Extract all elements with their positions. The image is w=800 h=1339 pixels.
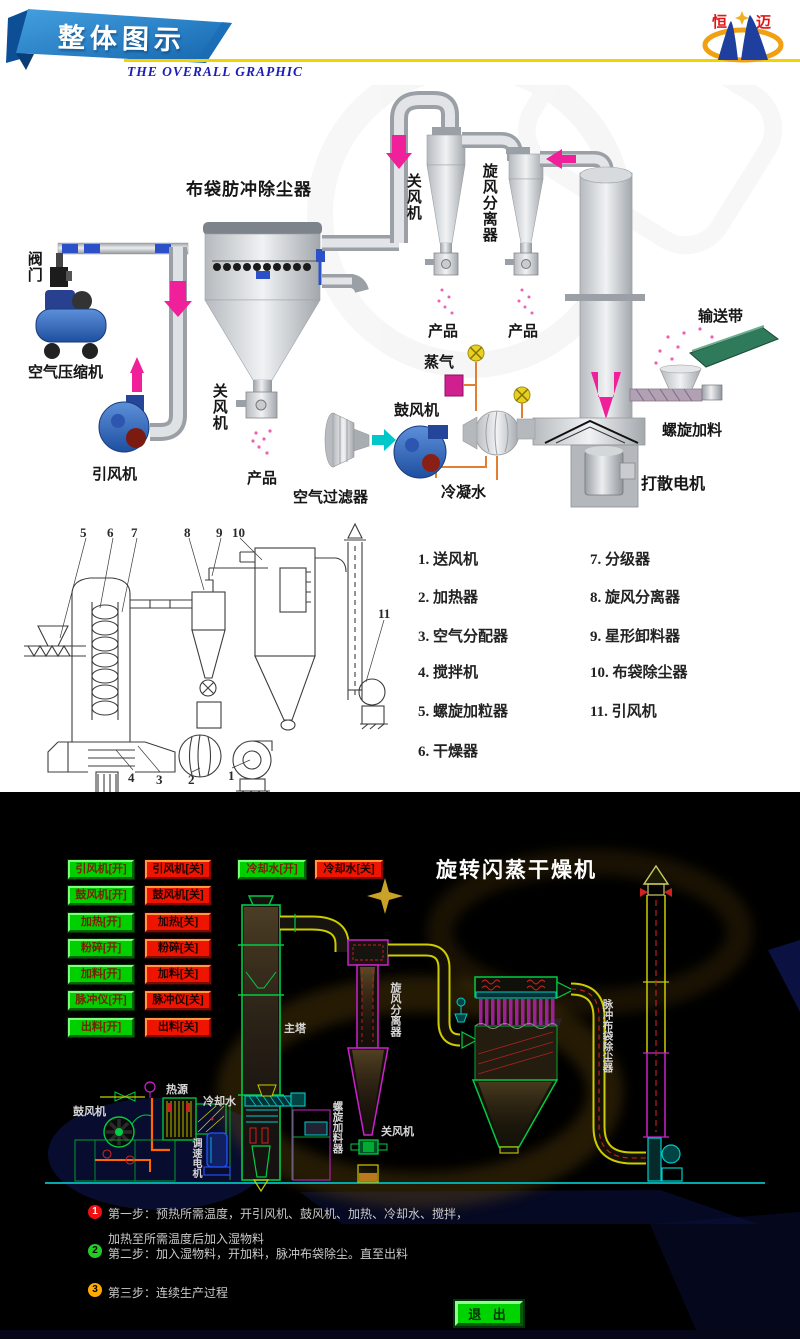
brand-logo-char-right: 迈 — [756, 14, 772, 31]
feed-off-button[interactable]: 加料[关] — [145, 965, 211, 984]
blower-off-button[interactable]: 鼓风机[关] — [145, 886, 211, 905]
cooling-water-on-button[interactable]: 冷却水[开] — [238, 860, 306, 879]
product-right-label: 产品 — [508, 323, 539, 340]
callout-11: 11 — [378, 606, 391, 621]
step-3-badge: 3 — [88, 1283, 102, 1297]
legend-item-5: 5. 螺旋加粒器 — [418, 704, 509, 720]
header-divider — [124, 59, 800, 62]
callout-3: 3 — [156, 772, 163, 787]
rotary-valve-label: 关风机 — [381, 1126, 414, 1138]
brand-logo-icon — [702, 11, 784, 63]
heat-source-label: 热源 — [166, 1084, 188, 1096]
legend-item-10: 10. 布袋除尘器 — [590, 665, 688, 681]
callout-8: 8 — [184, 525, 191, 540]
callout-5: 5 — [80, 525, 87, 540]
speed-motor-label: 调速电机 — [190, 1138, 201, 1178]
exit-button[interactable]: 退 出 — [455, 1301, 523, 1326]
step-2-badge: 2 — [88, 1244, 102, 1258]
fan-on-button[interactable]: 引风机[开] — [68, 860, 134, 879]
legend-item-7: 7. 分级器 — [590, 552, 651, 568]
blower-on-button[interactable]: 鼓风机[开] — [68, 886, 134, 905]
legend-item-2: 2. 加热器 — [418, 590, 479, 606]
feed-on-button[interactable]: 加料[开] — [68, 965, 134, 984]
step-1-text: 第一步：预热所需温度，开引风机、鼓风机、加热、冷却水、搅拌， — [108, 1207, 469, 1221]
pulse-on-button[interactable]: 脉冲仪[开] — [68, 991, 134, 1010]
pulse-off-button[interactable]: 脉冲仪[关] — [145, 991, 211, 1010]
scada-diagram-graphic — [45, 849, 800, 1339]
screw-feeding-label: 螺旋加料 — [662, 422, 723, 439]
fan-off-button[interactable]: 引风机[关] — [145, 860, 211, 879]
bottom-edge-bar — [0, 1330, 800, 1339]
collector-rotary-valve-label: 关风机 — [210, 383, 228, 431]
background-decor — [48, 849, 800, 1339]
legend-item-1: 1. 送风机 — [418, 552, 479, 568]
valve-label: 阀门 — [25, 251, 43, 283]
product-left-label: 产品 — [428, 323, 459, 340]
callout-10: 10 — [232, 525, 245, 540]
discharge-on-button[interactable]: 出料[开] — [68, 1018, 134, 1037]
steam-label: 蒸气 — [424, 354, 455, 371]
step-3-text: 第三步：连续生产过程 — [108, 1286, 229, 1300]
page-title: 整体图示 — [57, 22, 187, 56]
main-tower-label: 主塔 — [284, 1023, 306, 1035]
schematic-line-drawing — [24, 522, 388, 792]
condensate-label: 冷凝水 — [441, 484, 487, 501]
callout-2: 2 — [188, 772, 195, 787]
cyclone-separator-label: 旋风分离器 — [480, 163, 498, 243]
process-flow-diagram: 阀门 空气压缩机 引风机 布袋肪冲除尘器 关风机 产品 关风机 旋风分离器 产品… — [0, 85, 800, 520]
callout-9: 9 — [216, 525, 223, 540]
callout-6: 6 — [107, 525, 114, 540]
discharge-off-button[interactable]: 出料[关] — [145, 1018, 211, 1037]
scada-control-panel: 旋转闪蒸干燥机 引风机[开] 鼓风机[开] 加热[开] 粉碎[开] 加料[开] … — [0, 792, 800, 1339]
step-2-text: 第二步：加入湿物料，开加料，脉冲布袋除尘。直至出料 — [108, 1247, 409, 1261]
air-compressor-label: 空气压缩机 — [28, 364, 104, 381]
screw-feeder-label: 螺旋加料器 — [331, 1101, 344, 1154]
cyclone-label: 旋风分离器 — [389, 982, 401, 1037]
cyclone1-rotary-valve-label: 关风机 — [404, 173, 422, 221]
heat-off-button[interactable]: 加热[关] — [145, 913, 211, 932]
schematic-section: 5 6 7 8 9 10 11 4 3 2 1 1. 送风机 2. 加热器 3.… — [0, 520, 800, 792]
product-bottom-label: 产品 — [247, 470, 278, 487]
process-flow-graphic — [35, 85, 783, 508]
legend-item-3: 3. 空气分配器 — [418, 629, 509, 645]
legend-item-9: 9. 星形卸料器 — [590, 629, 681, 645]
air-filter-label: 空气过滤器 — [293, 489, 369, 506]
heat-on-button[interactable]: 加热[开] — [68, 913, 134, 932]
ribbon-banner-graphic — [6, 9, 232, 70]
panel-title: 旋转闪蒸干燥机 — [436, 859, 597, 882]
cooling-water-off-button[interactable]: 冷却水[关] — [315, 860, 383, 879]
callout-7: 7 — [131, 525, 138, 540]
step-1-text2: 加热至所需温度后加入湿物料 — [108, 1232, 265, 1246]
page-header: 整体图示 THE OVERALL GRAPHIC 恒 迈 — [0, 0, 800, 85]
conveyor-belt-label: 输送带 — [698, 308, 744, 325]
blower-label-bottom: 鼓风机 — [73, 1106, 106, 1118]
brand-logo-char-left: 恒 — [712, 14, 728, 31]
legend-item-4: 4. 搅拌机 — [418, 665, 479, 681]
scatter-motor-label: 打散电机 — [641, 476, 706, 493]
crush-on-button[interactable]: 粉碎[开] — [68, 939, 134, 958]
step-1-badge: 1 — [88, 1205, 102, 1219]
page-subtitle: THE OVERALL GRAPHIC — [127, 64, 304, 79]
pulse-bag-collector-label: 脉冲布袋除尘器 — [601, 999, 614, 1073]
crush-off-button[interactable]: 粉碎[关] — [145, 939, 211, 958]
cooling-water-label: 冷却水 — [203, 1096, 236, 1108]
bag-pulse-collector-label: 布袋肪冲除尘器 — [186, 180, 312, 199]
callout-1: 1 — [228, 768, 235, 783]
legend-item-8: 8. 旋风分离器 — [590, 590, 681, 606]
legend-item-6: 6. 干燥器 — [418, 744, 479, 760]
legend-item-11: 11. 引风机 — [590, 704, 657, 720]
induced-fan-label: 引风机 — [92, 466, 138, 483]
blower-label: 鼓风机 — [394, 402, 440, 419]
callout-4: 4 — [128, 770, 135, 785]
